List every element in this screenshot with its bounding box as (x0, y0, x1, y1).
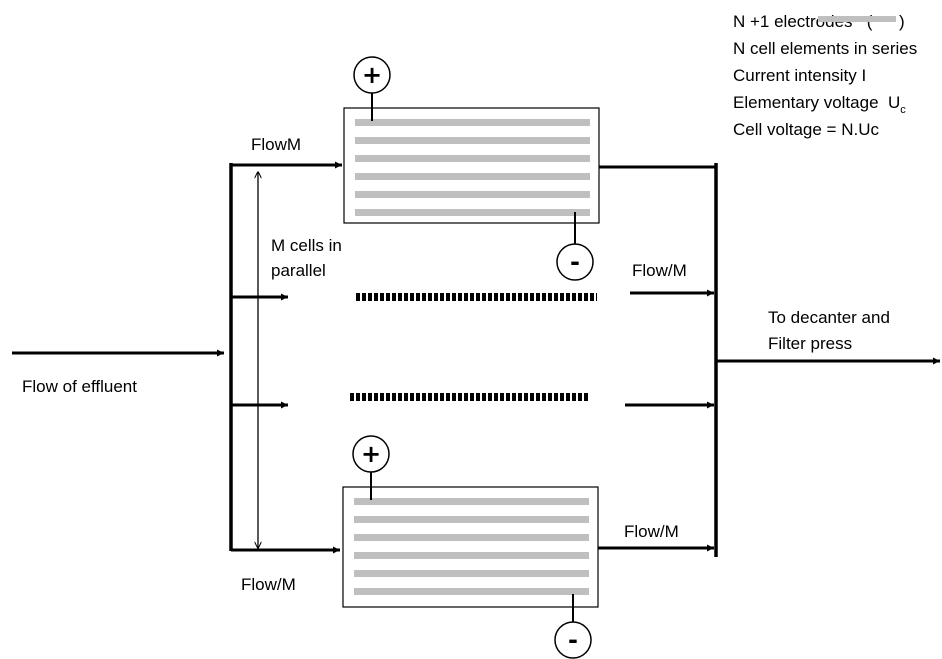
legend-electrodes-close: ) (899, 12, 905, 31)
bottom-cell-electrode (354, 552, 589, 559)
flow-bottom-in-label: Flow/M (241, 575, 296, 594)
top-cell-electrode (355, 191, 590, 198)
bottom-cell-plus-terminal (352, 435, 390, 473)
bottom-cell-electrode (354, 570, 589, 577)
top-cell: + - (343, 56, 600, 281)
bottom-cell-body (342, 486, 599, 608)
bottom-cell-electrode (354, 516, 589, 523)
m-cells-label-line2: parallel (271, 261, 326, 280)
flow-out-mid-label: Flow/M (632, 261, 687, 280)
top-cell-electrode (355, 137, 590, 144)
bottom-cell-minus-terminal (554, 621, 592, 659)
legend-current-intensity: Current intensity I (733, 66, 866, 85)
top-cell-plus-terminal (353, 56, 391, 94)
legend-elementary-voltage: Elementary voltage Uc (733, 93, 906, 116)
top-cell-electrode (355, 209, 590, 216)
to-decanter-label-line2: Filter press (768, 334, 852, 353)
flow-of-effluent-label: Flow of effluent (22, 377, 137, 396)
top-cell-minus-sign: - (570, 248, 580, 276)
top-cell-minus-terminal (556, 243, 594, 281)
bottom-cell: + - (342, 435, 599, 659)
legend-cell-elements: N cell elements in series (733, 39, 917, 58)
top-cell-electrode (355, 155, 590, 162)
to-decanter-label-line1: To decanter and (768, 308, 890, 327)
legend: N +1 electrodes ( ) N cell elements in s… (733, 12, 917, 139)
top-cell-electrode (355, 173, 590, 180)
legend-electrode-swatch (818, 16, 896, 22)
top-cell-body (343, 107, 600, 224)
m-cells-label-line1: M cells in (271, 236, 342, 255)
bottom-cell-electrode (354, 498, 589, 505)
bottom-cell-minus-sign: - (568, 626, 578, 654)
flow-out-bottom-label: Flow/M (624, 522, 679, 541)
bottom-cell-electrode (354, 588, 589, 595)
flow-top-label: FlowM (251, 135, 301, 154)
top-cell-electrode (355, 119, 590, 126)
bottom-cell-electrode (354, 534, 589, 541)
bottom-cell-plus-sign: + (361, 440, 381, 468)
top-cell-plus-sign: + (362, 61, 382, 89)
legend-cell-voltage: Cell voltage = N.Uc (733, 120, 879, 139)
